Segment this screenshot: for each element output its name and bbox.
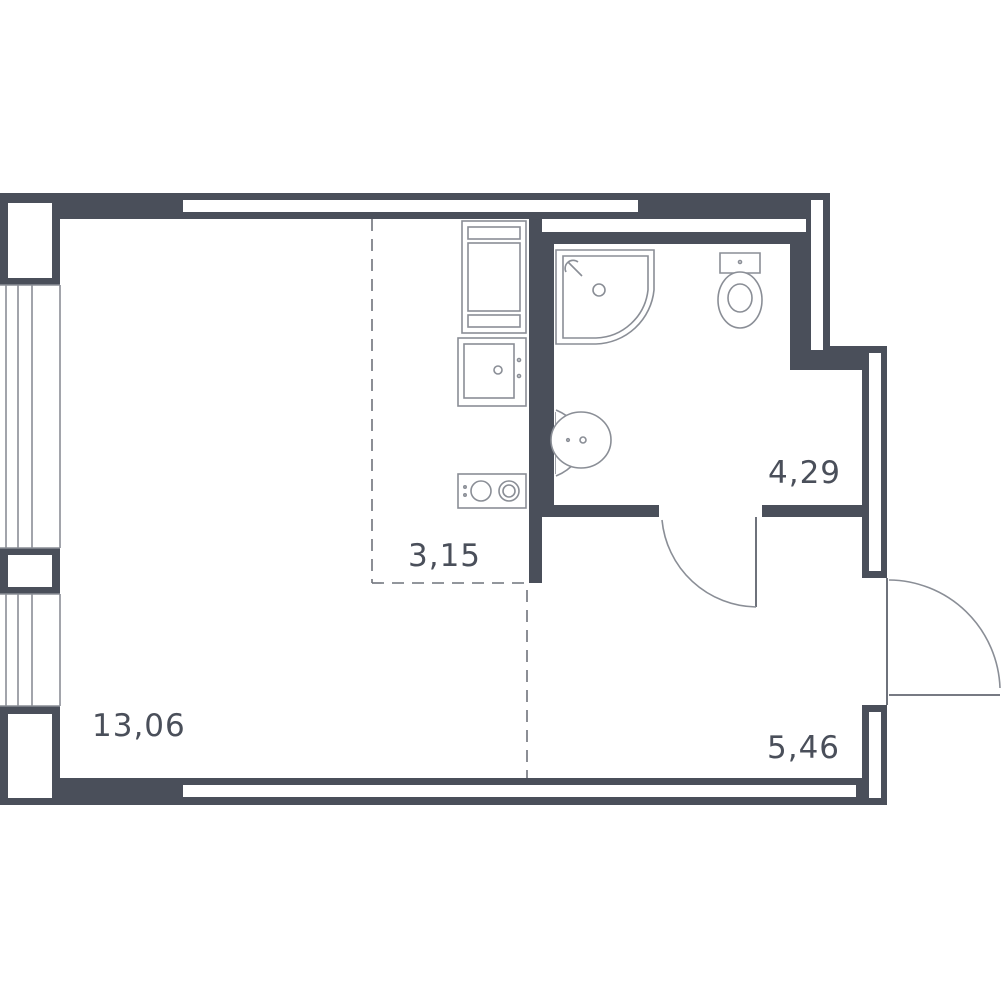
wall-partition-kitchen [529, 219, 542, 583]
wall-bathroom-bottom-right [762, 505, 862, 517]
bathroom-door-icon [661, 517, 757, 608]
shower-tray-icon [555, 249, 655, 345]
entrance-door-icon [886, 578, 1001, 705]
wall-bathroom-top [542, 232, 806, 244]
stove-icon [461, 220, 527, 334]
wall-bathroom-right [790, 244, 806, 368]
area-label-bathroom: 4,29 [768, 455, 841, 491]
washing-machine-icon [457, 473, 527, 509]
area-label-kitchen: 3,15 [408, 538, 481, 574]
window-icon [0, 284, 61, 707]
washbasin-icon [550, 409, 612, 477]
kitchen-sink-icon [457, 337, 527, 407]
zone-dividers [371, 219, 529, 778]
wall-openings [8, 200, 881, 798]
wall-bathroom-bottom-left [542, 505, 659, 517]
area-label-hallway: 5,46 [767, 730, 840, 766]
area-label-living-room: 13,06 [92, 708, 186, 744]
wall-bathroom-left [542, 232, 554, 517]
toilet-icon [717, 252, 763, 329]
